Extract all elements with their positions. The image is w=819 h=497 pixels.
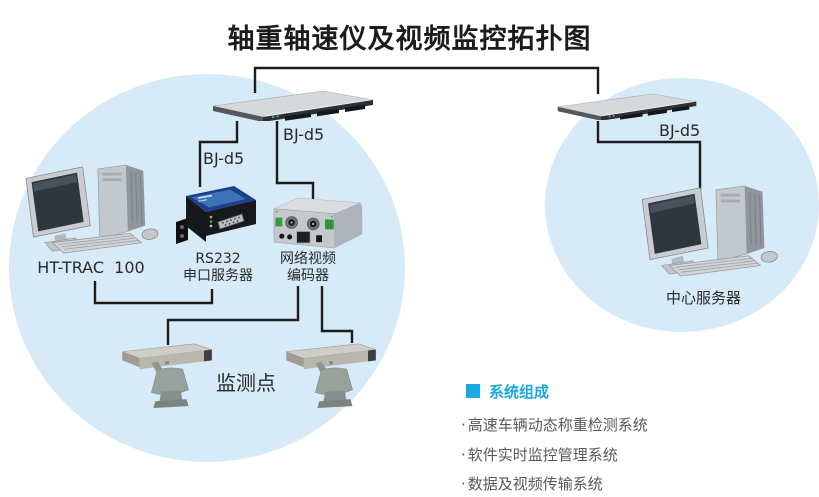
network-lines	[93, 66, 702, 345]
link-switch-to-central-server	[596, 121, 702, 190]
video-encoder-label-line1: 网络视频	[280, 251, 336, 267]
left-switch-image	[212, 90, 374, 121]
system-composition-item-text: 高速车辆动态称重检测系统	[467, 416, 648, 434]
video-encoder-label: 网络视频 编码器	[258, 251, 358, 285]
system-composition-item: ·数据及视频传输系统	[461, 473, 603, 494]
camera-2-image	[286, 343, 377, 409]
bullet-dot: ·	[461, 416, 466, 434]
central-server-label: 中心服务器	[666, 289, 742, 307]
workstation-image	[25, 164, 160, 254]
link-label-bj-d5-encoder: BJ-d5	[283, 125, 325, 144]
serial-server-label: RS232 申口服务器	[168, 251, 268, 285]
right-switch-image	[557, 93, 697, 120]
link-label-bj-d5-central: BJ-d5	[659, 121, 701, 140]
page-title: 轴重轴速仪及视频监控拓扑图	[227, 24, 592, 55]
link-switch-to-serial	[198, 121, 239, 187]
link-label-bj-d5-serial: BJ-d5	[203, 149, 245, 168]
link-encoder-to-camera-1	[166, 286, 300, 345]
bullet-dot: ·	[461, 446, 466, 464]
video-encoder-image	[273, 197, 363, 249]
system-composition-item: ·软件实时监控管理系统	[461, 444, 618, 465]
section-marker-square	[466, 384, 480, 398]
system-composition-item-text: 软件实时监控管理系统	[467, 446, 618, 464]
serial-server-label-line1: RS232	[195, 251, 241, 267]
system-composition-heading: 系统组成	[489, 383, 550, 401]
central-server-image	[641, 185, 779, 277]
serial-server-label-line2: 申口服务器	[183, 268, 253, 284]
link-encoder-to-camera-2	[320, 286, 354, 343]
video-encoder-label-line2: 编码器	[287, 268, 329, 284]
system-composition-item: ·高速车辆动态称重检测系统	[461, 414, 648, 435]
camera-1-image	[122, 343, 213, 409]
monitoring-point-label: 监测点	[216, 371, 276, 395]
workstation-label: HT-TRAC 100	[37, 258, 145, 277]
serial-server-image	[176, 185, 257, 245]
link-backbone	[253, 66, 600, 94]
system-composition-item-text: 数据及视频传输系统	[467, 475, 603, 493]
link-switch-to-encoder	[275, 121, 315, 199]
link-workstation-to-serial	[93, 281, 214, 305]
bullet-dot: ·	[461, 475, 466, 493]
